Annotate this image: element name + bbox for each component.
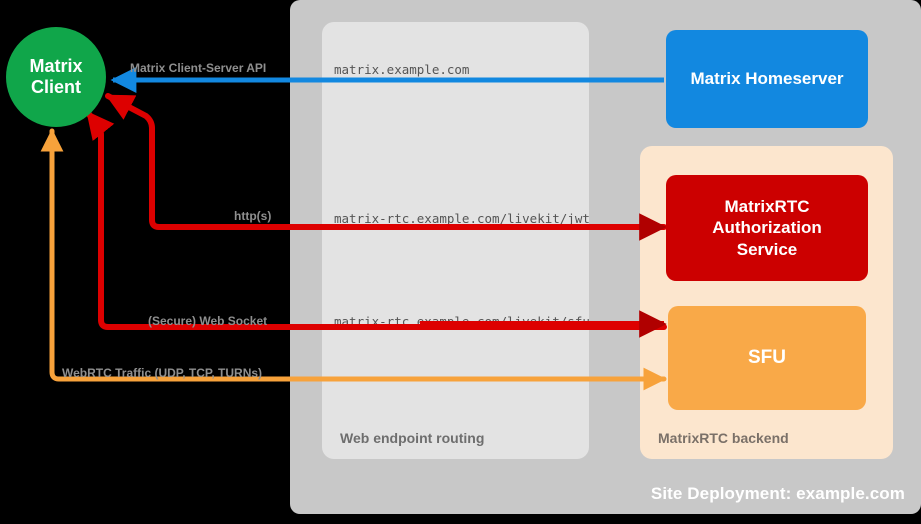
flow-label-https: http(s) bbox=[234, 209, 272, 223]
endpoint-matrix-example-com: matrix.example.com bbox=[334, 62, 470, 77]
node-auth-line3: Service bbox=[736, 239, 798, 259]
node-matrix-client-line2: Client bbox=[30, 77, 81, 97]
endpoint-livekit-sfu: matrix-rtc.example.com/livekit/sfu bbox=[334, 314, 590, 329]
web-endpoint-routing-panel: Web endpoint routing bbox=[322, 22, 589, 459]
node-matrix-client[interactable]: Matrix Client bbox=[6, 27, 106, 127]
node-matrix-homeserver[interactable]: Matrix Homeserver bbox=[666, 30, 868, 128]
site-deployment-title: Site Deployment: example.com bbox=[650, 484, 905, 503]
matrixrtc-backend-caption: MatrixRTC backend bbox=[658, 430, 789, 446]
flow-label-webrtc: WebRTC Traffic (UDP, TCP, TURNs) bbox=[62, 366, 263, 380]
node-matrix-client-line1: Matrix bbox=[29, 55, 83, 76]
web-endpoint-routing-caption: Web endpoint routing bbox=[340, 430, 485, 446]
node-sfu-label: SFU bbox=[748, 347, 786, 369]
node-matrix-homeserver-label: Matrix Homeserver bbox=[690, 69, 844, 89]
endpoint-livekit-jwt: matrix-rtc.example.com/livekit/jwt bbox=[334, 211, 590, 226]
node-auth-line2: Authorization bbox=[712, 218, 822, 238]
node-matrixrtc-authorization-service[interactable]: MatrixRTC Authorization Service bbox=[666, 175, 868, 281]
node-sfu[interactable]: SFU bbox=[668, 306, 866, 410]
node-auth-line1: MatrixRTC bbox=[724, 197, 810, 217]
flow-label-websocket: (Secure) Web Socket bbox=[148, 314, 268, 328]
flow-label-client-server-api: Matrix Client-Server API bbox=[130, 61, 267, 75]
